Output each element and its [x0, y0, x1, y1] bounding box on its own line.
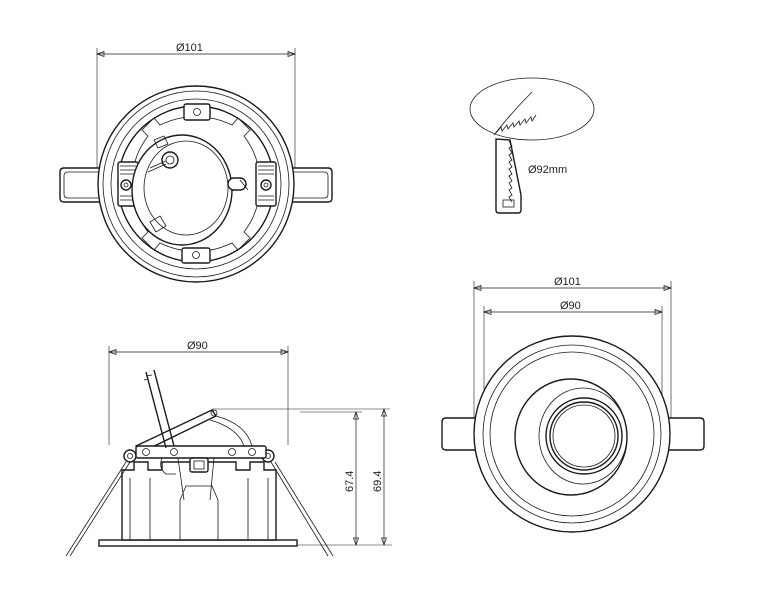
dim-top-diameter: Ø101: [176, 42, 203, 54]
side-view: Ø90 67.4 69.4: [65, 340, 392, 557]
dim-side-height-total: 69.4: [372, 471, 384, 492]
bottom-view: Ø101 Ø90: [441, 276, 705, 533]
dim-bottom-inner: Ø90: [560, 300, 581, 312]
top-view: Ø101: [59, 42, 333, 283]
dim-cutout-diameter: Ø92mm: [528, 164, 567, 176]
cutout-icon: Ø92mm: [469, 77, 595, 214]
dim-bottom-outer: Ø101: [554, 276, 581, 288]
dim-side-height-body: 67.4: [344, 471, 356, 492]
dim-side-diameter: Ø90: [187, 340, 208, 352]
